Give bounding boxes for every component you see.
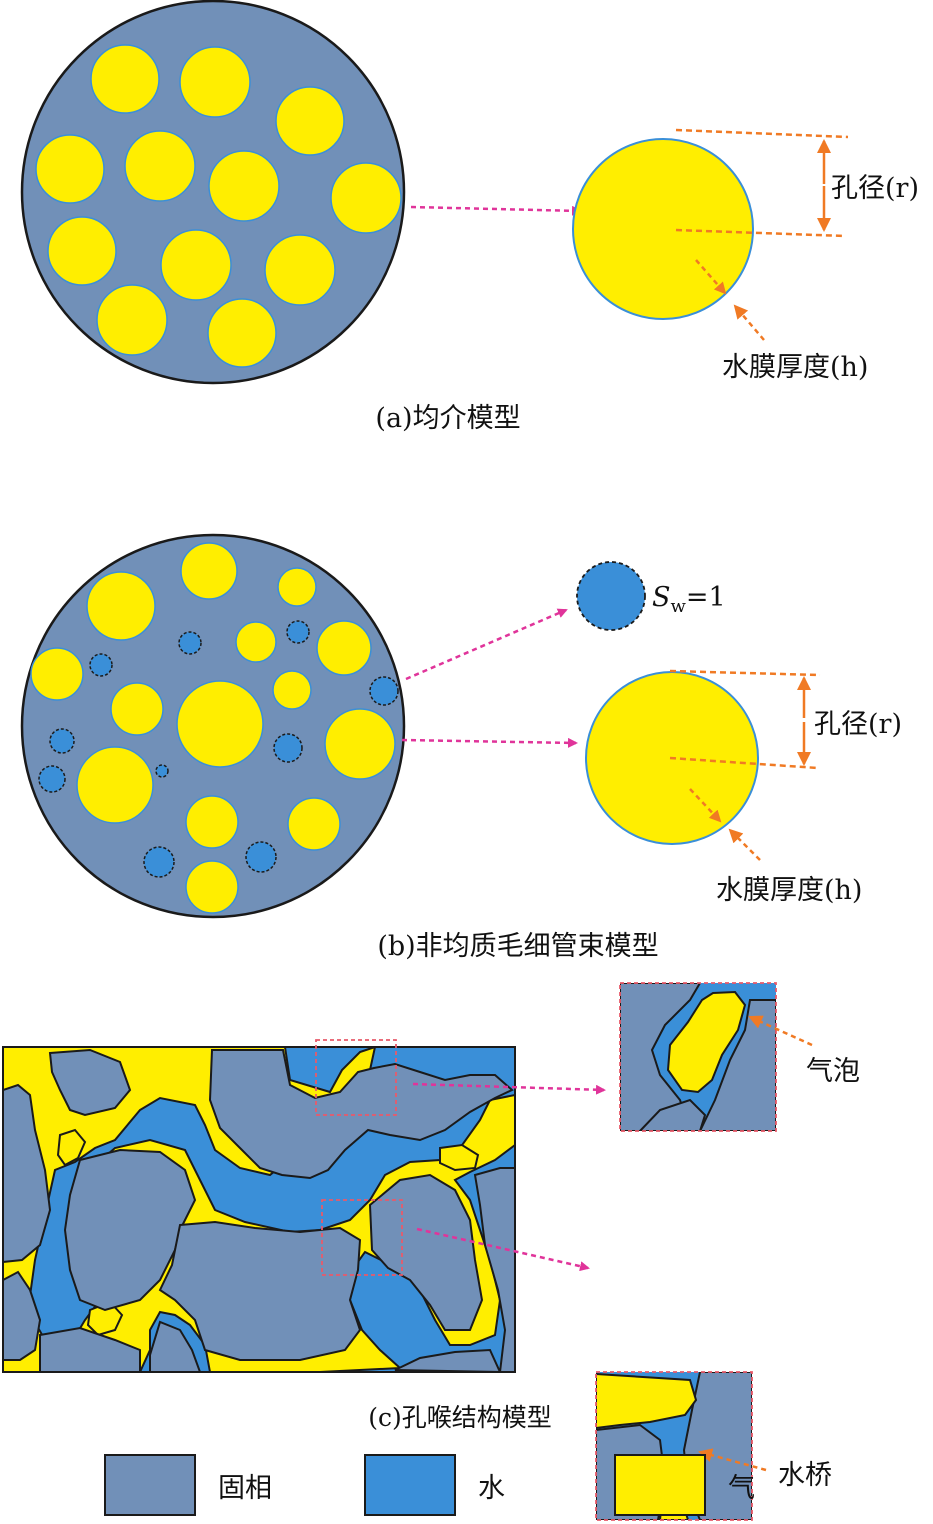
gas-pore <box>235 621 277 663</box>
solid-grain <box>698 999 776 1131</box>
legend-swatch <box>104 1454 196 1516</box>
legend-item-solid: 固相 <box>104 1454 364 1516</box>
water-filled-pores <box>38 620 399 878</box>
gas-bubble <box>666 990 747 1094</box>
gas-pore <box>207 298 277 368</box>
zoom-frame <box>595 1371 753 1521</box>
gas-pore <box>272 670 312 710</box>
pore-throat-section <box>3 1047 515 1372</box>
gas-pore <box>35 134 105 204</box>
gas-pore <box>176 680 264 768</box>
water-pore <box>245 841 277 873</box>
legend-swatch <box>614 1454 706 1516</box>
pointer-arrow-water <box>405 608 568 681</box>
gas-pore <box>110 682 164 736</box>
legend-label: 气 <box>728 1472 755 1504</box>
gas-pore <box>180 542 238 600</box>
pointer-arrow-gas <box>401 737 578 748</box>
caption-a: (a)均介模型 <box>375 403 520 434</box>
water-pore <box>178 631 202 655</box>
legend-label: 固相 <box>218 1472 272 1504</box>
pore-radius-label: 孔径(r) <box>831 173 919 204</box>
gas-pore <box>324 708 396 780</box>
section-frame <box>2 1046 516 1373</box>
gas-pore <box>185 860 239 914</box>
gas-pore <box>277 567 317 607</box>
bubble-arrow <box>748 1015 813 1047</box>
legend: 固相 水 气 <box>104 1450 824 1520</box>
gas-pores <box>30 542 396 914</box>
legend-swatch <box>364 1454 456 1516</box>
solid-grain <box>620 983 702 1131</box>
gas-pore <box>179 46 251 118</box>
water-pore <box>286 620 310 644</box>
film-thickness-label: 水膜厚度(h) <box>716 875 862 906</box>
gas-pore <box>160 229 232 301</box>
caption-c-line: (c)孔喉结构模型 <box>368 1403 552 1432</box>
solid-grain <box>638 1098 707 1131</box>
gas-pore <box>596 1372 698 1430</box>
water-pore <box>273 733 303 763</box>
gas-pore <box>90 44 160 114</box>
gas-pore <box>264 234 336 306</box>
gas-pore <box>86 571 156 641</box>
saturated-pore-detail <box>576 561 646 631</box>
water-pore <box>369 676 399 706</box>
zoom-frame <box>619 982 777 1132</box>
legend-item-water: 水 <box>364 1454 614 1516</box>
zoom-bubble <box>620 983 776 1131</box>
gas-pore <box>124 130 196 202</box>
gas-pore <box>287 797 341 851</box>
gas-pore <box>76 746 154 824</box>
radius-annotation <box>669 669 821 861</box>
water-pore <box>38 765 66 793</box>
saturation-label: Sw=1 <box>652 582 726 617</box>
gas-pore <box>316 620 372 676</box>
gas-pore <box>30 647 84 701</box>
legend-item-gas: 气 <box>614 1454 814 1516</box>
gas-pore <box>208 150 280 222</box>
solid-grains <box>3 1048 515 1372</box>
water-pore <box>143 846 175 878</box>
water-pore <box>49 728 75 754</box>
gas-pore <box>47 216 117 286</box>
legend-label: 水 <box>478 1472 505 1504</box>
panel-c: 气泡 水桥 <box>2 982 860 1521</box>
gas-pore <box>275 86 345 156</box>
gas-pore <box>185 795 239 849</box>
pointer-arrow-bubble <box>412 1082 606 1095</box>
pointer-arrow <box>410 205 582 216</box>
pointer-arrow-bridge <box>416 1227 590 1272</box>
gas-pore <box>96 284 168 356</box>
caption-b: (b)非均质毛细管束模型 <box>377 931 658 962</box>
gas-pores <box>35 44 402 368</box>
bridge-label: 水桥 <box>778 1460 832 1491</box>
gas-pore <box>330 162 402 234</box>
panel-a: 孔径(r) 水膜厚度(h) (a)均介模型 <box>20 0 919 434</box>
radius-annotation <box>675 128 849 341</box>
water-pore <box>89 653 113 677</box>
pore-radius-label: 孔径(r) <box>814 709 902 740</box>
panel-b: Sw=1 孔径(r) 水膜厚度(h) (b)非均质毛细管束模型 <box>20 533 902 962</box>
pore-detail <box>572 138 754 320</box>
film-thickness-label: 水膜厚度(h) <box>722 352 868 383</box>
bridge-arrow <box>698 1448 767 1472</box>
bubble-label: 气泡 <box>806 1056 860 1087</box>
water-pore <box>155 764 169 778</box>
